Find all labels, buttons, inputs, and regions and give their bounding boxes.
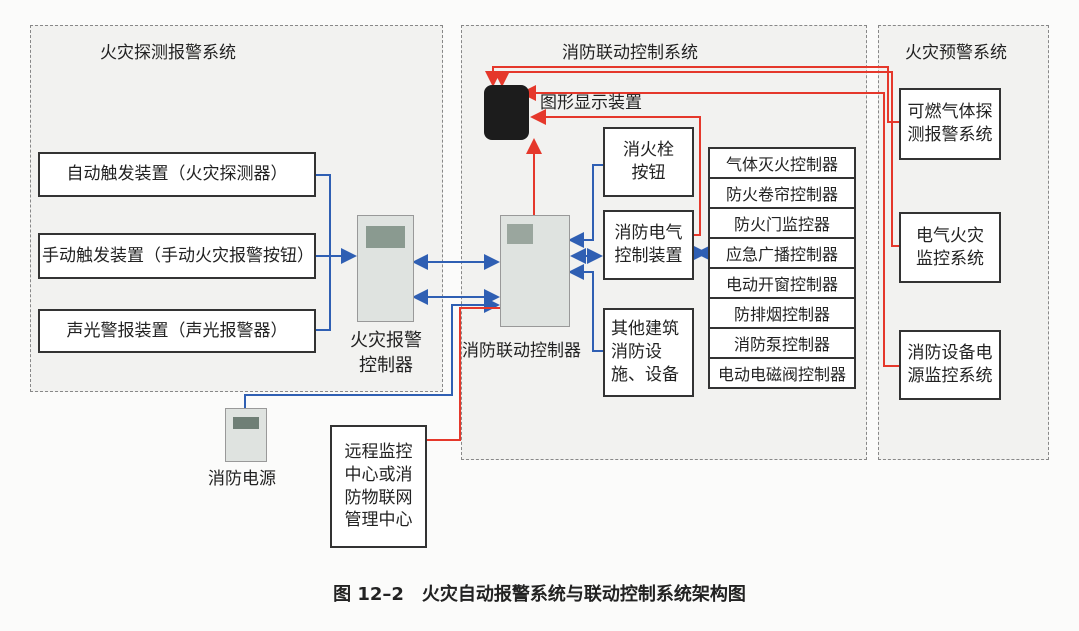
remote-center-box: 远程监控中心或消防物联网管理中心 [330,425,427,548]
controller-list: 气体灭火控制器 防火卷帘控制器 防火门监控器 应急广播控制器 电动开窗控制器 防… [708,147,856,389]
figure-caption: 图 12–2 火灾自动报警系统与联动控制系统架构图 [333,584,746,605]
warning-title: 火灾预警系统 [905,43,1007,63]
linkage-controller-image [500,215,570,327]
fire-alarm-controller-image [357,215,414,322]
manual-trigger-box: 手动触发装置（手动火灾报警按钮） [38,233,316,279]
linkage-title: 消防联动控制系统 [562,43,698,63]
electrical-fire-box: 电气火灾监控系统 [899,212,1001,283]
other-facilities-box: 其他建筑消防设施、设备 [603,308,694,397]
fire-alarm-controller-label: 火灾报警控制器 [350,330,422,377]
hydrant-button-box: 消火栓按钮 [603,127,694,197]
graphic-display-label: 图形显示装置 [540,93,642,113]
power-monitor-box: 消防设备电源监控系统 [899,330,1001,400]
controller-item: 气体灭火控制器 [710,149,854,179]
controller-item: 消防泵控制器 [710,329,854,359]
alarm-device-box: 声光警报装置（声光报警器） [38,309,316,353]
controller-item: 电动开窗控制器 [710,269,854,299]
auto-trigger-box: 自动触发装置（火灾探测器） [38,152,316,197]
electrical-control-box: 消防电气控制装置 [603,210,694,280]
controller-item: 应急广播控制器 [710,239,854,269]
detection-title: 火灾探测报警系统 [100,43,236,63]
gas-detection-box: 可燃气体探测报警系统 [899,88,1001,160]
controller-item: 防火卷帘控制器 [710,179,854,209]
power-supply-image [225,408,267,462]
graphic-display-image [484,85,529,140]
linkage-controller-label: 消防联动控制器 [462,341,581,361]
controller-item: 电动电磁阀控制器 [717,365,846,384]
controller-item: 防排烟控制器 [710,299,854,329]
power-supply-label: 消防电源 [208,469,276,489]
controller-item: 防火门监控器 [710,209,854,239]
